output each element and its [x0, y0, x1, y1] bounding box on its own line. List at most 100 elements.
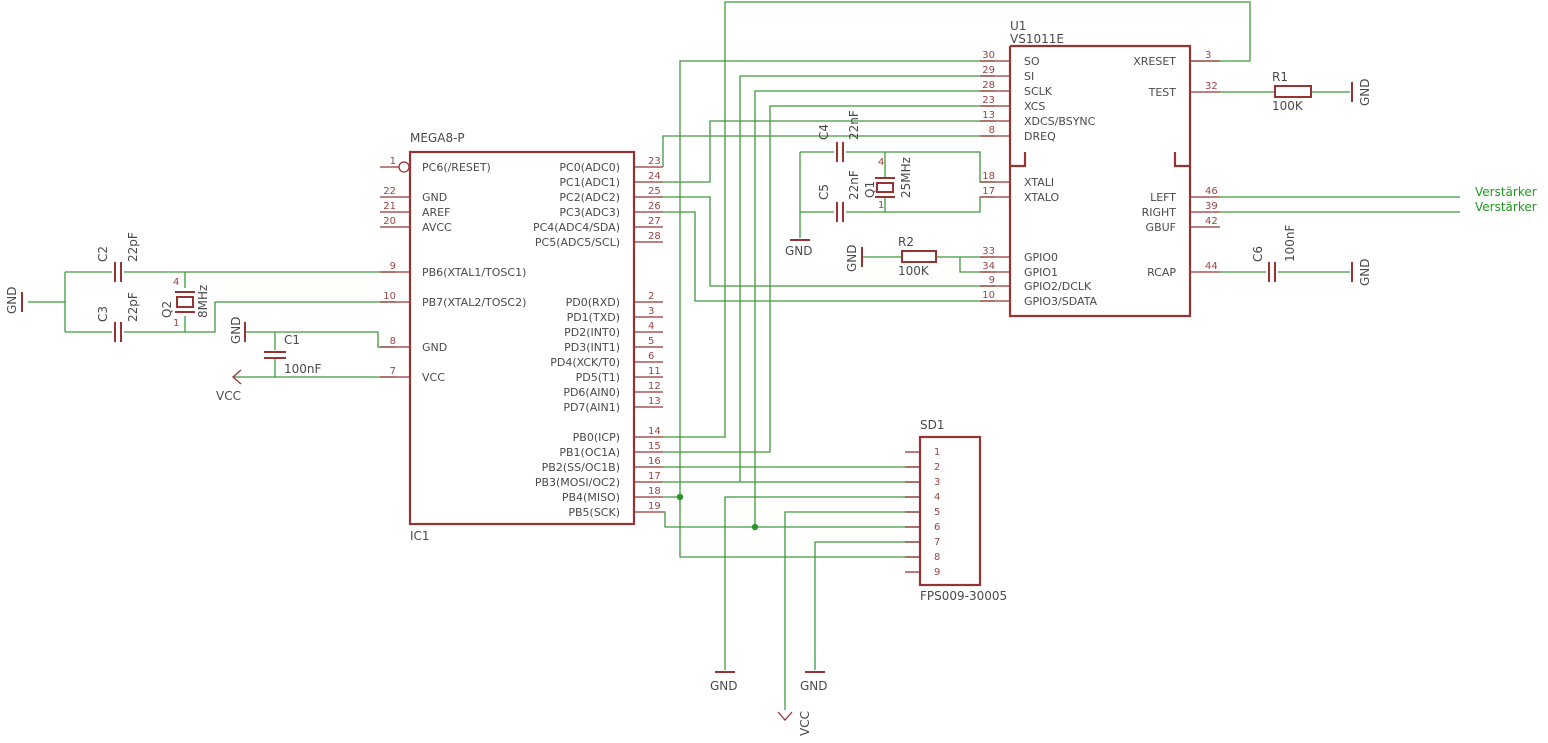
pin-number: 18 — [648, 486, 661, 497]
gnd-label-c45: GND — [785, 244, 813, 258]
q1-pin-a: 4 — [878, 157, 884, 168]
pin-number: 28 — [648, 231, 661, 242]
ic1-pin-27: 27 PC4(ADC4/SDA) — [533, 216, 663, 234]
sd1-pin-2: 2 — [905, 462, 940, 473]
pin-number: 4 — [648, 321, 654, 332]
wire-si — [739, 75, 995, 482]
capacitor-c3: C3 22pF — [96, 292, 140, 342]
r2-name: R2 — [898, 235, 914, 249]
pin-name: PB0(ICP) — [573, 431, 620, 444]
sd1-pin-6: 6 — [905, 522, 940, 533]
gnd-label-left: GND — [5, 286, 19, 314]
signal-label-left: Verstärker — [1475, 185, 1537, 199]
wire-c5b — [846, 196, 995, 213]
u1-pin-18: 18 XTALI — [980, 171, 1054, 189]
pin-number: 7 — [390, 366, 396, 377]
gnd-symbol-c45: GND — [785, 239, 813, 258]
gnd-symbol-r1: GND — [1351, 78, 1372, 106]
pin-name: PC2(ADC2) — [559, 191, 620, 204]
pin-name: PC1(ADC1) — [559, 176, 620, 189]
wire-sclk — [754, 90, 995, 527]
pin-number: 3 — [934, 477, 940, 488]
gnd-symbol-bottom-2: GND — [800, 671, 828, 693]
pin-name: PD3(INT1) — [564, 341, 620, 354]
pin-number: 17 — [982, 186, 995, 197]
pin-number: 8 — [989, 125, 995, 136]
pin-number: 11 — [648, 366, 661, 377]
pin-number: 27 — [648, 216, 661, 227]
pin-number: 18 — [982, 171, 995, 182]
vcc-label-bottom: VCC — [798, 711, 812, 736]
c2-name: C2 — [96, 246, 110, 262]
pin-name: PD2(INT0) — [564, 326, 620, 339]
wire-c4b — [846, 151, 995, 183]
u1-pin-17: 17 XTALO — [980, 186, 1059, 204]
pin-name: XTALI — [1024, 176, 1054, 189]
pin-number: 1 — [934, 447, 940, 458]
supplies: GND GND VCC GND GND GND GND — [5, 78, 1372, 736]
pin-number: 6 — [648, 351, 654, 362]
pin-name: PB2(SS/OC1B) — [542, 461, 620, 474]
pin-name: RCAP — [1147, 266, 1176, 279]
sd1-pin-7: 7 — [905, 537, 940, 548]
pin-name: PD1(TXD) — [567, 311, 620, 324]
gnd-symbol-c1: GND — [229, 316, 246, 344]
gnd-label-bottom-2: GND — [800, 679, 828, 693]
u1-pin-44: 44 RCAP — [1147, 261, 1220, 279]
pin-number: 44 — [1205, 261, 1218, 272]
pin-name: XTALO — [1024, 191, 1059, 204]
q2-pin-a: 4 — [173, 277, 179, 288]
c3-value: 22pF — [126, 292, 140, 322]
pin-name: PB3(MOSI/OC2) — [535, 476, 620, 489]
pin-number: 10 — [383, 291, 396, 302]
ic1-pins-right: 23PC0(ADC0)24PC1(ADC1)25PC2(ADC2)26PC3(A… — [533, 156, 663, 519]
c5-name: C5 — [817, 184, 831, 200]
ic1-pin-7: 7 VCC — [380, 366, 445, 384]
pin-number: 15 — [648, 441, 661, 452]
gnd-label-c1: GND — [229, 316, 243, 344]
capacitor-c6: C6 100nF — [1251, 224, 1297, 282]
q2-value: 8MHz — [196, 285, 210, 318]
wires — [28, 1, 1460, 710]
u1-pin-46: 46 LEFT — [1150, 186, 1220, 204]
capacitor-c1: C1 100nF — [264, 333, 322, 376]
wire-dreq — [662, 135, 995, 167]
pin-number: 23 — [648, 156, 661, 167]
pin-number: 30 — [982, 50, 995, 61]
pin-number: 23 — [982, 95, 995, 106]
pin-name: VCC — [422, 371, 445, 384]
wire-sd7-gnd — [814, 541, 920, 670]
pin-name: XCS — [1024, 100, 1045, 113]
pin-name: LEFT — [1150, 191, 1176, 204]
gnd-symbol-bottom-1: GND — [710, 671, 738, 693]
pin-name: AVCC — [422, 221, 452, 234]
pin-name: PB5(SCK) — [568, 506, 620, 519]
sd1-pin-9: 9 — [905, 567, 940, 578]
q2-pin-b: 1 — [173, 318, 179, 329]
pin-number: 1 — [390, 156, 396, 167]
pin-name: TEST — [1148, 86, 1177, 99]
crystal-q1: 4 1 Q1 25MHz — [863, 157, 913, 211]
pin-number: 46 — [1205, 186, 1218, 197]
pin-number: 9 — [390, 261, 396, 272]
resistor-r1: R1 100K — [1272, 70, 1312, 113]
capacitor-c2: C2 22pF — [96, 232, 140, 282]
pin-name: PC3(ADC3) — [559, 206, 620, 219]
sd1-value: FPS009-30005 — [920, 589, 1007, 603]
gnd-label-bottom-1: GND — [710, 679, 738, 693]
pin-name: PC4(ADC4/SDA) — [533, 221, 620, 234]
